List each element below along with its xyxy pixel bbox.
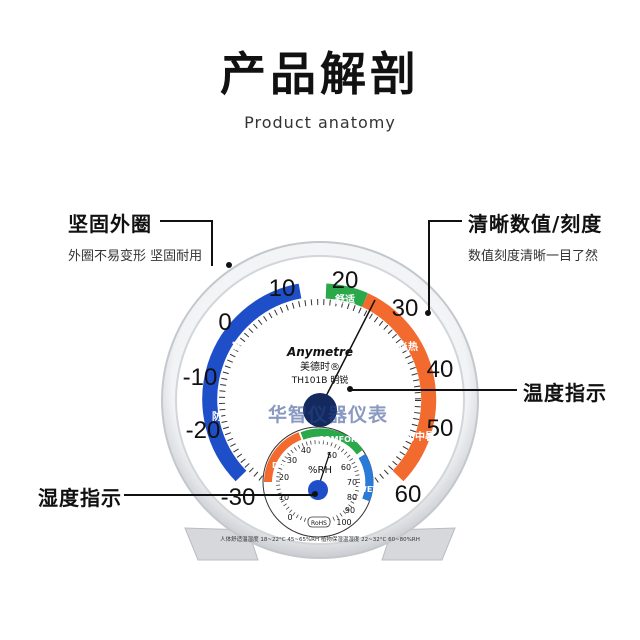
temp-label: 0	[218, 309, 231, 336]
humidity-wet-arc	[358, 453, 374, 502]
humidity-scale-labels: 0 10 20 30 40 50 60 70 80 90 100	[279, 446, 357, 527]
callout-humidity-title: 湿度指示	[38, 486, 122, 510]
temp-label: 10	[269, 275, 296, 302]
humidity-label: 30	[287, 456, 297, 465]
temp-label: 30	[392, 295, 419, 322]
zone-cold-label: 寒冷	[231, 340, 252, 353]
humidity-label: 70	[347, 478, 357, 487]
zone-heatstroke-label: 防中暑	[405, 430, 435, 443]
watermark: 华智仪器仪表	[268, 404, 389, 426]
humidity-label: 60	[341, 463, 351, 472]
temp-scale-labels: -30 -20 -10 0 10 20 30 40 50 60	[183, 267, 454, 511]
humidity-label: 80	[347, 493, 357, 502]
temp-label: -20	[186, 417, 221, 444]
humidity-dry-arc	[264, 432, 302, 483]
temp-label: 50	[427, 415, 454, 442]
page-title: 产品解剖	[220, 47, 420, 101]
humidity-zone-labels: DRY COMFORT WET	[272, 435, 378, 494]
temperature-pointer	[319, 299, 376, 409]
humidity-unit: %RH	[308, 465, 332, 476]
humidity-label: 0	[287, 513, 292, 522]
callout-humidity-line	[124, 494, 314, 496]
zone-frost-label: 防冻伤	[212, 410, 242, 423]
callout-frame-line-vertical	[211, 220, 213, 266]
callout-frame: 坚固外圈 外圈不易变形 坚固耐用	[68, 208, 202, 264]
temperature-pointer-hub	[303, 393, 337, 427]
temp-label: 40	[427, 356, 454, 383]
temp-label: 20	[332, 267, 359, 294]
rohs-badge	[307, 516, 331, 528]
callout-temperature-dot	[347, 386, 353, 392]
humidity-label: 90	[345, 506, 355, 515]
comfort-zone-arc	[325, 283, 368, 307]
humidity-label: 40	[301, 446, 311, 455]
callout-temperature: 温度指示	[523, 377, 607, 406]
brand-name-cn: 美德时®	[300, 360, 340, 373]
callout-scale-line-vertical	[428, 220, 430, 312]
humidity-wet-label: WET	[358, 485, 378, 494]
humidity-comfort-arc	[300, 428, 364, 455]
callout-scale-dot	[425, 310, 431, 316]
dial-footer-text: 人体舒适温湿度 18~22°C 45~65%RH 植物保湿温湿度 22~32°C…	[220, 535, 420, 543]
zone-labels: 寒冷 防冻伤 舒适 炎热 防中暑	[212, 293, 435, 443]
callout-frame-desc: 外圈不易变形 坚固耐用	[68, 249, 203, 264]
hot-zone-arc	[361, 293, 437, 482]
callout-scale-line	[428, 220, 462, 222]
humidity-label: 10	[279, 493, 289, 502]
humidity-pointer-hub	[308, 480, 328, 500]
page-subtitle: Product anatomy	[244, 113, 396, 132]
callout-frame-title: 坚固外圈	[68, 212, 152, 236]
model-number: TH101B 明锐	[291, 374, 348, 386]
rohs-label: RoHS	[311, 520, 327, 527]
callout-frame-dot	[226, 262, 232, 268]
brand-name: Anymetre	[286, 345, 353, 359]
humidity-label: 100	[336, 518, 351, 527]
zone-comfort-label: 舒适	[335, 293, 355, 306]
humidity-minor-ticks	[276, 440, 360, 524]
callout-temperature-line	[352, 389, 517, 391]
callout-scale: 清晰数值/刻度 数值刻度清晰一目了然	[468, 208, 602, 264]
humidity-dry-label: DRY	[272, 461, 290, 470]
callout-frame-line	[160, 220, 212, 222]
callout-scale-desc: 数值刻度清晰一目了然	[468, 249, 599, 264]
humidity-comfort-label: COMFORT	[318, 435, 363, 444]
callout-humidity-dot	[312, 491, 318, 497]
zone-hot-label: 炎热	[398, 340, 418, 353]
cold-zone-arc	[202, 283, 302, 482]
humidity-label: 20	[279, 473, 289, 482]
callout-scale-title: 清晰数值/刻度	[468, 212, 603, 236]
callout-humidity: 湿度指示	[38, 482, 122, 511]
humidity-label: 50	[327, 451, 337, 460]
temp-label: -10	[183, 364, 218, 391]
temp-minor-ticks	[219, 299, 421, 501]
temp-label: -30	[221, 484, 256, 511]
callout-temperature-title: 温度指示	[523, 381, 607, 405]
temp-label: 60	[395, 481, 422, 508]
